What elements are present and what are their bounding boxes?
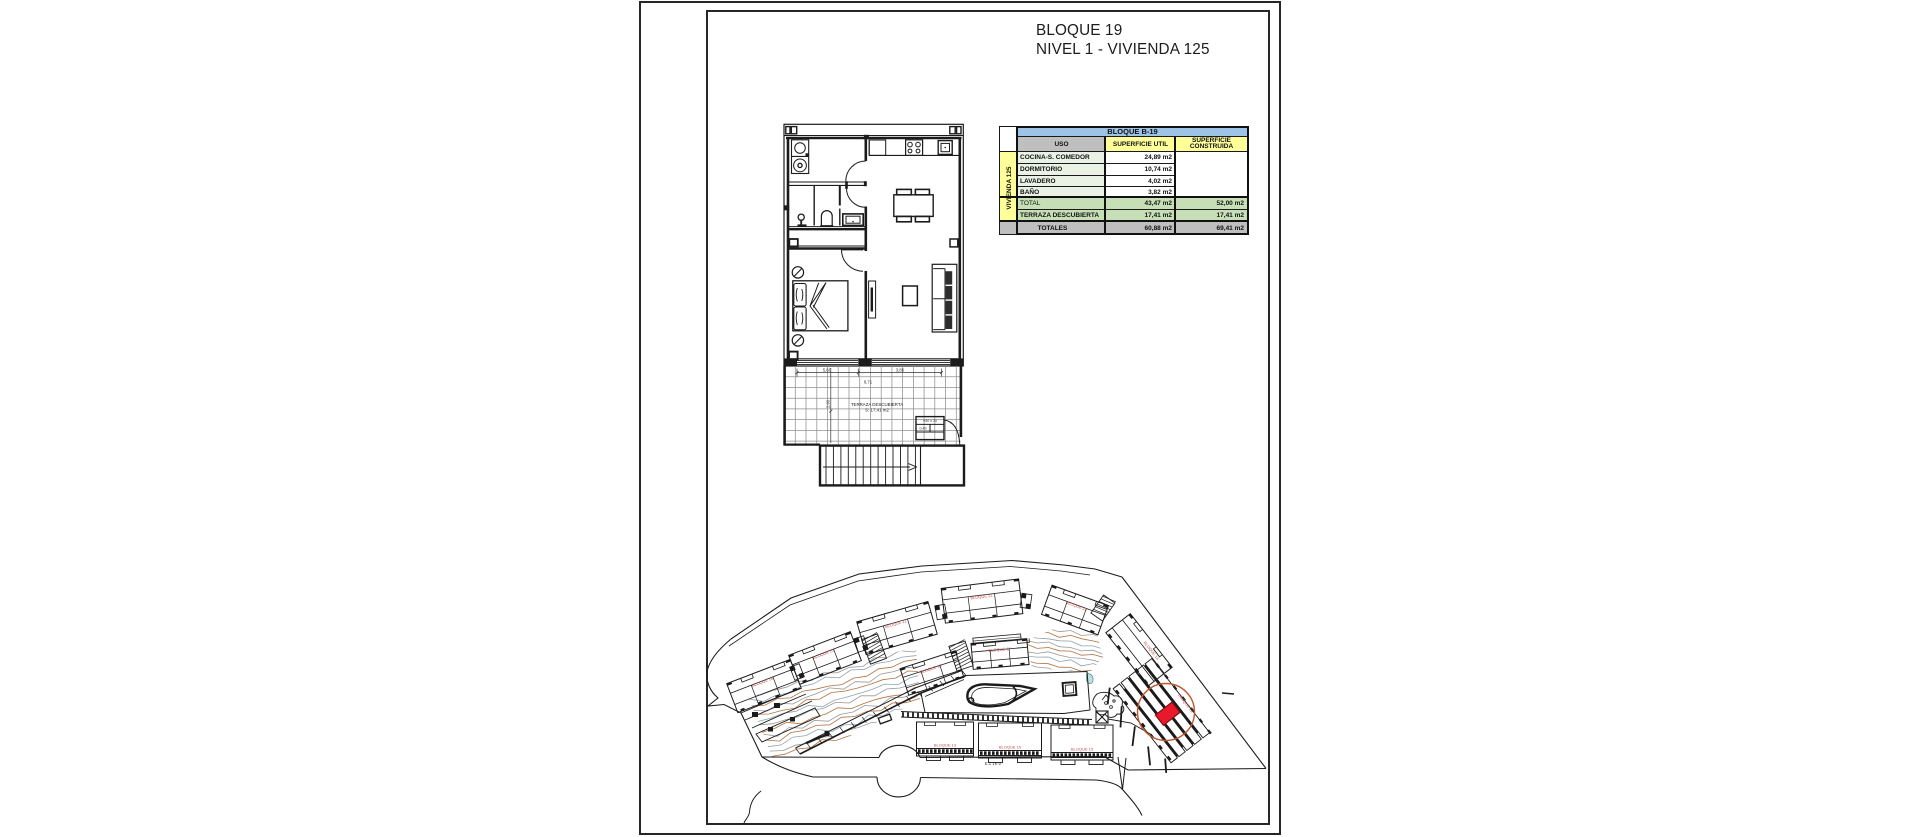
svg-text:BLOQUE 17: BLOQUE 17	[988, 646, 1011, 653]
svg-text:BLOQUE 20: BLOQUE 20	[812, 647, 835, 660]
svg-text:BLOQUE 18: BLOQUE 18	[751, 675, 774, 688]
svg-text:BLOQUE 23: BLOQUE 23	[1065, 600, 1088, 613]
svg-text:S: 17,41 m2: S: 17,41 m2	[865, 408, 889, 413]
svg-text:BLOQUE 13: BLOQUE 13	[934, 743, 957, 748]
svg-text:E:1 1K-2: E:1 1K-2	[985, 761, 1002, 766]
svg-text:BLOQUE 22: BLOQUE 22	[970, 593, 993, 601]
svg-text:TERRAZA DESCUBIERTA: TERRAZA DESCUBIERTA	[851, 402, 903, 407]
svg-text:3,86: 3,86	[896, 368, 905, 373]
svg-text:2,90: 2,90	[826, 399, 831, 408]
svg-text:V50 x 20: V50 x 20	[923, 419, 937, 423]
svg-text:BLOQUE 15: BLOQUE 15	[1071, 747, 1094, 752]
svg-text:BLOQUE 16: BLOQUE 16	[999, 745, 1022, 750]
svg-text:BLOQUE 21: BLOQUE 21	[884, 618, 907, 629]
svg-text:8,71: 8,71	[864, 380, 873, 385]
svg-text:0,49: 0,49	[920, 427, 927, 431]
svg-text:5,60: 5,60	[823, 368, 832, 373]
svg-text:BLOQUE 16: BLOQUE 16	[919, 663, 942, 675]
